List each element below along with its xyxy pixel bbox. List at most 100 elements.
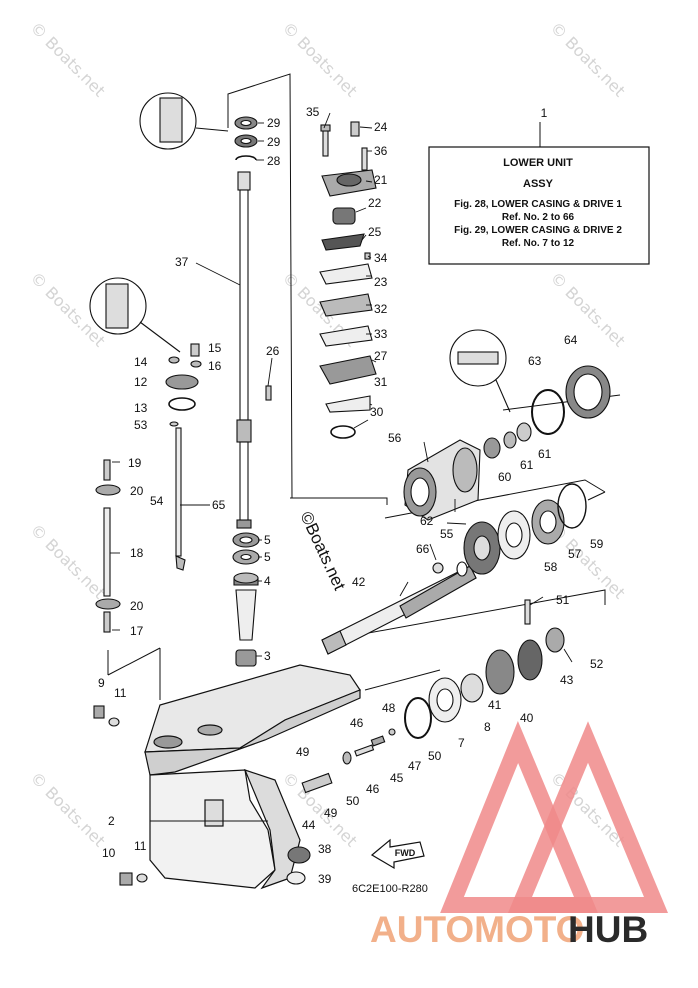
- callout-13: 13: [134, 401, 148, 415]
- callout-29: 29: [267, 135, 281, 149]
- callout-62: 62: [420, 514, 434, 528]
- callout-8: 8: [484, 720, 491, 734]
- callout-36: 36: [374, 144, 388, 158]
- reference-box: LOWER UNIT ASSY Fig. 28, LOWER CASING & …: [428, 122, 650, 265]
- inset-circles: [89, 92, 511, 413]
- callout-5: 5: [264, 550, 271, 564]
- callout-27: 27: [374, 349, 388, 363]
- callout-50: 50: [346, 794, 360, 808]
- brand-part1: AUTOMOTO: [370, 909, 584, 950]
- callout-5: 5: [264, 533, 271, 547]
- callout-58: 58: [544, 560, 558, 574]
- automotohub-brand: AUTOMOTO HUB: [370, 909, 648, 950]
- callout-57: 57: [568, 547, 582, 561]
- callout-49: 49: [324, 806, 338, 820]
- callout-39: 39: [318, 872, 332, 886]
- callout-7: 7: [458, 736, 465, 750]
- callout-12: 12: [134, 375, 148, 389]
- callout-66: 66: [416, 542, 430, 556]
- callout-46: 46: [366, 782, 380, 796]
- logo-triangle-left: [440, 720, 599, 913]
- callout-25: 25: [368, 225, 382, 239]
- ref-line3: Fig. 28, LOWER CASING & DRIVE 1: [454, 199, 622, 210]
- callout-56: 56: [388, 431, 402, 445]
- diagram-code: 6C2E100-R280: [352, 883, 428, 895]
- center-watermark: ©Boats.net: [296, 509, 349, 594]
- callout-4: 4: [264, 574, 271, 588]
- callout-52: 52: [590, 657, 604, 671]
- callout-21: 21: [374, 173, 388, 187]
- shaft-bearings: [232, 532, 260, 667]
- callout-38: 38: [318, 842, 332, 856]
- callout-47: 47: [408, 759, 422, 773]
- callout-3: 3: [264, 649, 271, 663]
- callout-46: 46: [350, 716, 364, 730]
- callout-11: 11: [134, 839, 147, 853]
- callout-48: 48: [382, 701, 396, 715]
- automotohub-logo: [440, 720, 669, 913]
- fwd-label: FWD: [395, 848, 416, 858]
- callout-54: 54: [150, 494, 164, 508]
- callout-61: 61: [520, 458, 534, 472]
- shift-rod: [95, 343, 272, 633]
- ref-line2: ASSY: [523, 178, 554, 190]
- callout-29: 29: [267, 116, 281, 130]
- ref-line6: Ref. No. 7 to 12: [502, 238, 575, 249]
- callout-31: 31: [374, 375, 388, 389]
- upper-bearings: [234, 116, 258, 161]
- callout-53: 53: [134, 418, 148, 432]
- callout-9: 9: [98, 676, 105, 690]
- brand-part2: HUB: [568, 909, 648, 950]
- callout-59: 59: [590, 537, 604, 551]
- ref-line4: Ref. No. 2 to 66: [502, 212, 575, 223]
- logo-triangle-right: [507, 721, 669, 913]
- callout-42: 42: [352, 575, 366, 589]
- callout-63: 63: [528, 354, 542, 368]
- group-lines: [107, 73, 621, 700]
- callout-19: 19: [128, 456, 142, 470]
- callout-2: 2: [108, 814, 115, 828]
- callout-14: 14: [134, 355, 148, 369]
- callout-1: 1: [541, 106, 548, 120]
- reverse-gear-group: [404, 599, 565, 739]
- fwd-arrow: FWD: [370, 838, 425, 870]
- callout-10: 10: [102, 846, 116, 860]
- callout-35: 35: [306, 105, 320, 119]
- callout-11: 11: [114, 686, 127, 700]
- callout-15: 15: [208, 341, 222, 355]
- callout-30: 30: [370, 405, 384, 419]
- callout-32: 32: [374, 302, 388, 316]
- callout-26: 26: [266, 344, 280, 358]
- callout-55: 55: [440, 527, 454, 541]
- callout-17: 17: [130, 624, 144, 638]
- callout-51: 51: [556, 593, 570, 607]
- propeller-housing: [403, 365, 611, 521]
- callout-18: 18: [130, 546, 144, 560]
- callout-64: 64: [564, 333, 578, 347]
- callout-61: 61: [538, 447, 552, 461]
- forward-gear-group: [463, 483, 587, 575]
- callout-22: 22: [368, 196, 382, 210]
- callout-65: 65: [212, 498, 226, 512]
- callout-41: 41: [488, 698, 502, 712]
- callout-20: 20: [130, 484, 144, 498]
- callout-60: 60: [498, 470, 512, 484]
- callout-33: 33: [374, 327, 388, 341]
- leader-lines: [110, 112, 573, 822]
- propeller-shaft: [321, 561, 477, 655]
- callout-28: 28: [267, 154, 281, 168]
- callout-labels: 1 29 29 28 37 35 24 36 21 22 25 34 23 32…: [98, 105, 604, 886]
- callout-45: 45: [390, 771, 404, 785]
- callout-49: 49: [296, 745, 310, 759]
- lower-casing: [144, 664, 361, 890]
- callout-23: 23: [374, 275, 388, 289]
- water-pump-parts: [319, 121, 377, 439]
- callout-24: 24: [374, 120, 388, 134]
- callout-20: 20: [130, 599, 144, 613]
- callout-16: 16: [208, 359, 222, 373]
- callout-37: 37: [175, 255, 189, 269]
- callout-44: 44: [302, 818, 316, 832]
- drive-shaft: [236, 171, 252, 529]
- callout-50: 50: [428, 749, 442, 763]
